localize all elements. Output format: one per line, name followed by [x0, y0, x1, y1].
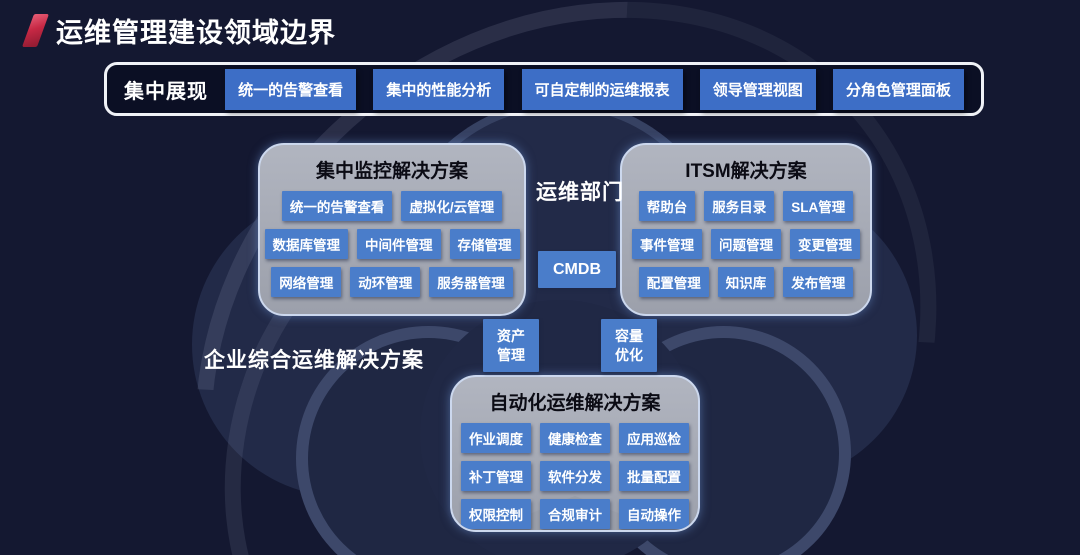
solution-chip: 虚拟化/云管理 — [401, 191, 503, 221]
panel-title: 集中监控解决方案 — [315, 161, 468, 182]
panel-title: 自动化运维解决方案 — [489, 393, 661, 414]
monitoring-chip-grid: 统一的告警查看虚拟化/云管理数据库管理中间件管理存储管理网络管理动环管理服务器管… — [264, 191, 520, 297]
ops-department-label: 运维部门 — [536, 181, 624, 204]
solution-chip: 中间件管理 — [357, 229, 441, 259]
chip-row: 网络管理动环管理服务器管理 — [266, 267, 518, 297]
panel-monitoring-solution: 集中监控解决方案 统一的告警查看虚拟化/云管理数据库管理中间件管理存储管理网络管… — [258, 143, 526, 316]
solution-chip: 补丁管理 — [461, 461, 531, 491]
red-slash-icon — [21, 14, 50, 47]
top-bar-button: 领导管理视图 — [699, 68, 816, 110]
centralized-display-bar: 集中展现 统一的告警查看集中的性能分析可自定制的运维报表领导管理视图分角色管理面… — [104, 62, 984, 116]
solution-chip: 权限控制 — [461, 499, 531, 529]
solution-chip: 动环管理 — [350, 267, 421, 297]
solution-chip: 配置管理 — [638, 267, 709, 297]
automation-chip-grid: 作业调度健康检查应用巡检补丁管理软件分发批量配置权限控制合规审计自动操作 — [458, 423, 692, 529]
chip-row: 事件管理问题管理变更管理 — [628, 229, 864, 259]
solution-chip: 健康检查 — [540, 423, 610, 453]
top-bar-button: 集中的性能分析 — [373, 68, 505, 110]
solution-chip: 作业调度 — [461, 423, 531, 453]
cmdb-chip: CMDB — [538, 251, 616, 288]
page-header: 运维管理建设领域边界 — [21, 11, 336, 50]
chip-row: 帮助台服务目录 SLA管理 — [628, 191, 864, 221]
solution-chip: 发布管理 — [783, 267, 854, 297]
centralized-display-label: 集中展现 — [124, 80, 208, 103]
top-bar-button: 分角色管理面板 — [832, 68, 964, 110]
enterprise-solution-label: 企业综合运维解决方案 — [204, 349, 424, 372]
solution-chip: 知识库 — [717, 267, 775, 297]
solution-chip: SLA管理 — [783, 191, 854, 221]
chip-row: 权限控制合规审计自动操作 — [458, 499, 692, 529]
solution-chip: 合规审计 — [540, 499, 610, 529]
chip-row: 补丁管理软件分发批量配置 — [458, 461, 692, 491]
chip-row: 配置管理知识库发布管理 — [628, 267, 864, 297]
solution-chip: 存储管理 — [449, 229, 520, 259]
solution-chip: 变更管理 — [790, 229, 860, 259]
chip-row: 统一的告警查看虚拟化/云管理 — [266, 191, 518, 221]
solution-chip: 问题管理 — [711, 229, 781, 259]
asset-management-chip: 资产 管理 — [483, 319, 539, 372]
solution-chip: 服务目录 — [704, 191, 775, 221]
solution-chip: 自动操作 — [619, 499, 689, 529]
solution-chip: 批量配置 — [619, 461, 689, 491]
page-title: 运维管理建设领域边界 — [56, 18, 336, 48]
panel-automation-solution: 自动化运维解决方案 作业调度健康检查应用巡检补丁管理软件分发批量配置权限控制合规… — [450, 375, 700, 532]
solution-chip: 服务器管理 — [429, 267, 513, 297]
solution-chip: 应用巡检 — [619, 423, 689, 453]
capacity-optimization-chip: 容量 优化 — [601, 319, 657, 372]
chip-row: 数据库管理中间件管理存储管理 — [264, 229, 520, 259]
solution-chip: 帮助台 — [638, 191, 696, 221]
solution-chip: 软件分发 — [540, 461, 610, 491]
solution-chip: 统一的告警查看 — [281, 191, 393, 221]
solution-chip: 数据库管理 — [264, 229, 348, 259]
top-bar-button: 统一的告警查看 — [225, 68, 357, 110]
chip-row: 作业调度健康检查应用巡检 — [458, 423, 692, 453]
panel-title: ITSM解决方案 — [685, 161, 807, 182]
top-bar-button: 可自定制的运维报表 — [521, 68, 683, 110]
solution-chip: 网络管理 — [271, 267, 342, 297]
solution-chip: 事件管理 — [632, 229, 702, 259]
